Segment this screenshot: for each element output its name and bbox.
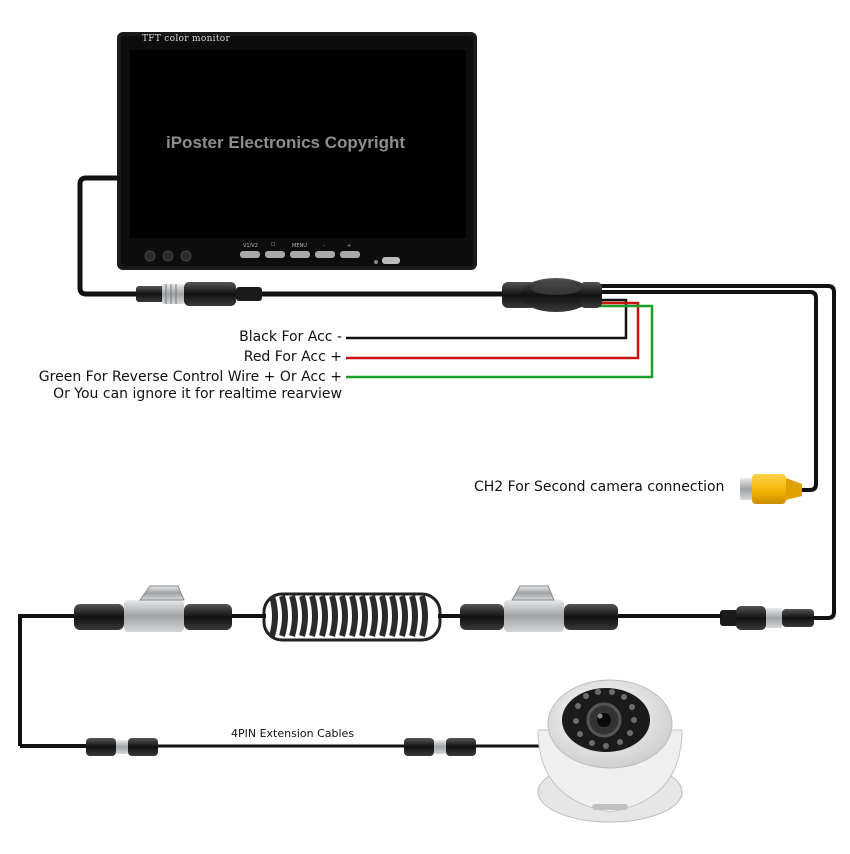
black-wire-label: Black For Acc - [239,329,342,345]
monitor-4pin-connector [136,282,262,306]
monitor-button-label: MENU [292,243,307,249]
wire-green [346,304,654,379]
extension-connector-right [404,738,476,756]
extension-cable-label: 4PIN Extension Cables [231,727,355,740]
green-wire-note: Or You can ignore it for realtime rearvi… [53,386,342,402]
copyright-watermark: iPoster Electronics Copyright [166,133,405,152]
camera-cable-ch1 [600,284,836,620]
monitor-button-label: + [347,243,352,249]
riser-4pin-connector [720,606,814,630]
monitor-title: TFT color monitor [142,34,231,44]
dome-camera [537,679,683,823]
ch2-label: CH2 For Second camera connection [474,479,725,495]
monitor-button-label: ☐ [271,242,276,248]
wire-black [346,298,628,340]
trailer-plug-right [460,585,722,632]
wire-red [346,301,640,360]
extension-connector-left [86,738,158,756]
wire-junction-box [502,278,602,312]
trailer-plug-left [74,585,232,632]
red-wire-label: Red For Acc + [243,349,342,365]
monitor-button-label: - [323,243,325,249]
monitor-screen [130,50,466,238]
monitor-power-cable [77,175,140,297]
monitor-button-label: V1/V2 [243,243,258,249]
green-wire-label: Green For Reverse Control Wire + Or Acc … [38,369,342,385]
camera-cable-ch2 [600,290,818,492]
monitor [117,32,477,270]
coiled-cable [232,592,462,642]
monitor-buttons [144,250,400,264]
ch2-rca-connector [740,474,802,504]
